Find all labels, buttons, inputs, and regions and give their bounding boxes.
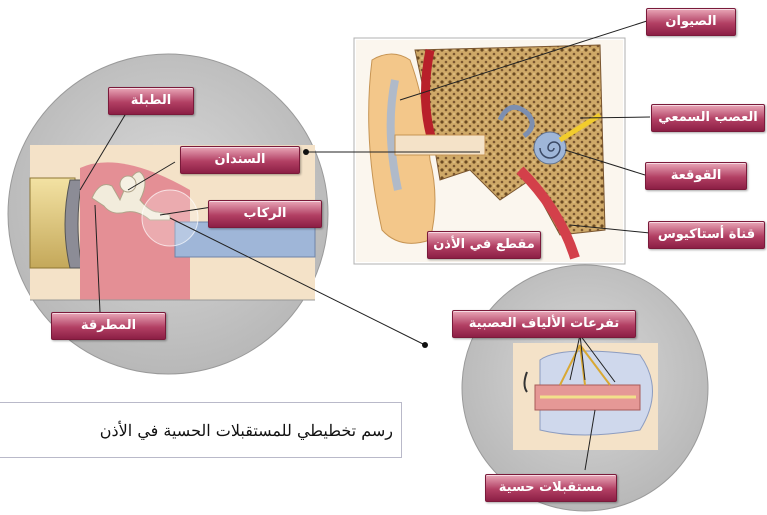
connector-dot — [422, 342, 428, 348]
connector-dot — [303, 149, 309, 155]
diagram-caption: رسم تخطيطي للمستقبلات الحسية في الأذن — [0, 402, 402, 458]
label-anvil: السندان — [180, 146, 300, 174]
label-hammer: المطرقة — [51, 312, 166, 340]
label-eustachian-tube: قناة أستاكيوس — [648, 221, 765, 249]
label-stirrup: الركاب — [208, 200, 322, 228]
label-nerve-branches: تفرعات الألياف العصبية — [452, 310, 636, 338]
label-vestibule: الصيوان — [646, 8, 736, 36]
label-eardrum: الطبلة — [108, 87, 194, 115]
label-cochlea: القوقعة — [645, 162, 747, 190]
label-sensory-receptors: مستقبلات حسية — [485, 474, 617, 502]
label-ear-section: مقطع في الأذن — [427, 231, 541, 259]
label-auditory-nerve: العصب السمعي — [651, 104, 765, 132]
